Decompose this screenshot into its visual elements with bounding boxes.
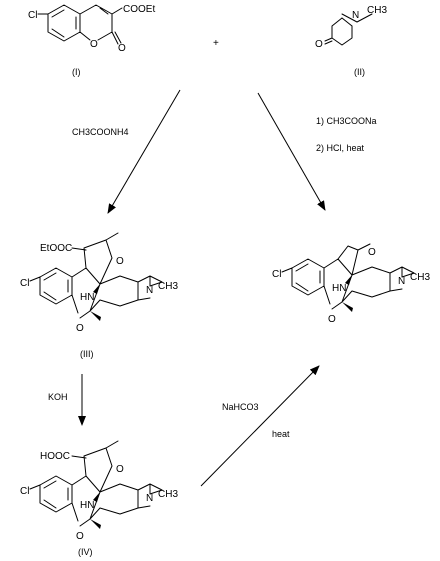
nitrogen-atom-label: N [146, 285, 153, 296]
compound-iii: Cl EtOOC O N CH3 HN O (III) [20, 232, 178, 359]
stereo-wedge [342, 302, 353, 312]
stereo-wedge [345, 275, 352, 285]
chlorine-atom-label: Cl [20, 278, 29, 289]
plus-sign: + [213, 38, 219, 49]
ring-oxygen-label: O [328, 314, 336, 325]
amine-nh-label: HN [80, 500, 94, 511]
compound-iii-label: (III) [80, 349, 94, 359]
ketone-oxygen-label: O [368, 247, 376, 258]
amine-nh-label: HN [80, 292, 94, 303]
compound-iii-bonds [29, 232, 163, 319]
product-compound: Cl O N CH3 HN O [272, 243, 430, 325]
methyl-group-label: CH3 [158, 281, 178, 292]
compound-i-label: (I) [72, 67, 81, 77]
compound-i-bonds [37, 4, 123, 45]
compound-i: Cl COOEt O O (I) [28, 4, 155, 77]
ketone-oxygen-label: O [116, 256, 124, 267]
methyl-group-label: CH3 [158, 489, 178, 500]
compound-iv-label: (IV) [78, 547, 93, 557]
reagent-ammonium-acetate: CH3COONH4 [72, 127, 129, 137]
stereo-wedge [90, 311, 101, 321]
nitrogen-atom-label: N [398, 276, 405, 287]
methyl-group-label: CH3 [410, 272, 430, 283]
product-bonds [281, 243, 415, 310]
compound-ii-bonds [324, 13, 373, 46]
ring-oxygen-label: O [76, 323, 84, 334]
ring-oxygen-label: O [76, 531, 84, 542]
nitrogen-atom-label: N [352, 10, 359, 21]
cooet-group-label: COOEt [123, 4, 155, 15]
compound-ii: N CH3 O (II) [315, 5, 387, 77]
compound-iv: Cl HOOC O N CH3 HN O (IV) [20, 440, 178, 557]
nitrogen-atom-label: N [146, 493, 153, 504]
amine-nh-label: HN [332, 283, 346, 294]
stereo-wedge [93, 284, 100, 294]
reagent-hcl-heat: 2) HCl, heat [316, 143, 365, 153]
ketone-oxygen-label: O [116, 464, 124, 475]
compound-ii-ring [341, 17, 353, 27]
ester-group-label: EtOOC [40, 243, 72, 254]
chlorine-atom-label: Cl [20, 486, 29, 497]
compound-ii-label: (II) [354, 67, 365, 77]
chlorine-atom-label: Cl [28, 10, 37, 21]
reaction-arrow-iv-to-product [200, 365, 320, 487]
chlorine-atom-label: Cl [272, 269, 281, 280]
acid-group-label: HOOC [40, 451, 70, 462]
stereo-wedge [93, 492, 100, 502]
reaction-arrow-i-to-iii [107, 89, 181, 214]
reagent-koh: KOH [48, 392, 68, 402]
carbonyl-oxygen-label: O [118, 43, 126, 54]
stereo-wedge [90, 519, 101, 529]
reaction-arrow-to-product [257, 92, 326, 211]
reagent-sodium-acetate: 1) CH3COONa [316, 116, 377, 126]
methyl-group-label: CH3 [367, 5, 387, 16]
reagent-sodium-bicarbonate: NaHCO3 [222, 402, 259, 412]
compound-iv-bonds [29, 440, 163, 527]
reagent-heat: heat [272, 429, 290, 439]
ring-oxygen-label: O [90, 39, 98, 50]
ketone-oxygen-label: O [315, 39, 323, 50]
